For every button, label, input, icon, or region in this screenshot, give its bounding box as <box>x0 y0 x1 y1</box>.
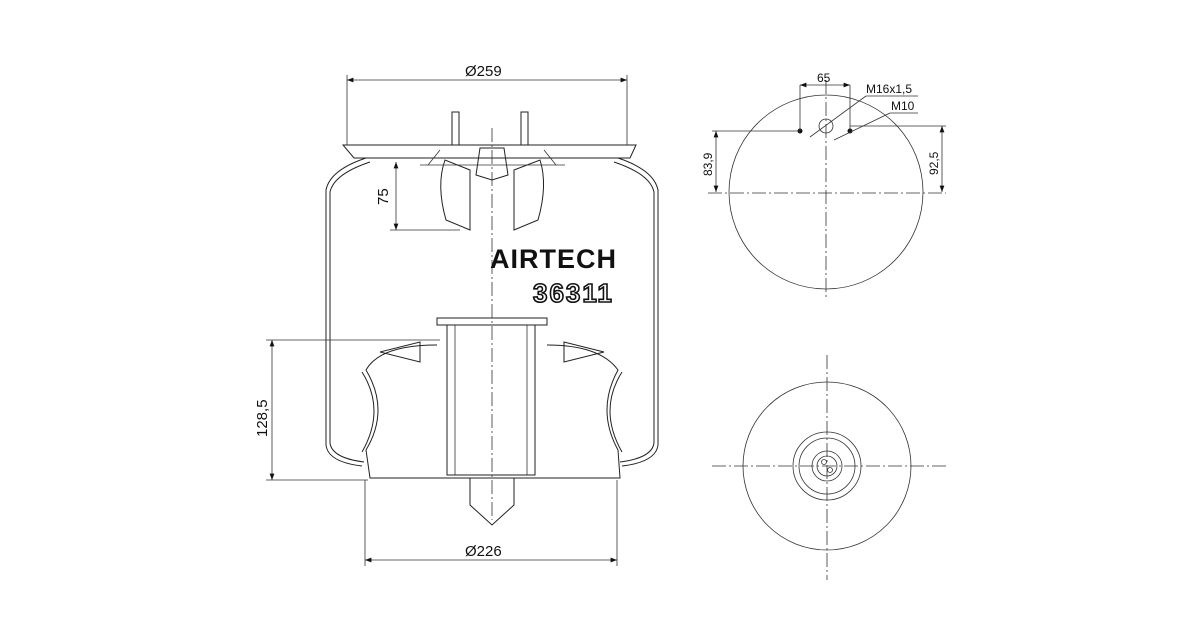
side-view: AIRTECH 36311 Ø259 75 128,5 Ø226 <box>254 63 659 566</box>
top-view: 65 M16x1,5 M10 83,9 92,5 <box>701 71 946 300</box>
bottom-view <box>712 355 946 580</box>
stud-left <box>451 111 460 146</box>
part-number: 36311 <box>533 278 614 308</box>
dim-piston-height: 128,5 <box>254 399 271 437</box>
stud-right <box>520 111 529 146</box>
dim-bottom-diameter: Ø226 <box>465 543 502 560</box>
label-thread-studs: M10 <box>891 99 915 113</box>
dim-offset-left: 83,9 <box>701 152 715 176</box>
brand-logo: AIRTECH <box>490 244 617 274</box>
dim-insert-depth: 75 <box>375 188 392 205</box>
dim-offset-right: 92,5 <box>927 151 941 175</box>
dim-top-diameter: Ø259 <box>465 63 502 80</box>
dim-stud-spacing: 65 <box>817 71 831 85</box>
label-thread-center: M16x1,5 <box>866 82 912 96</box>
